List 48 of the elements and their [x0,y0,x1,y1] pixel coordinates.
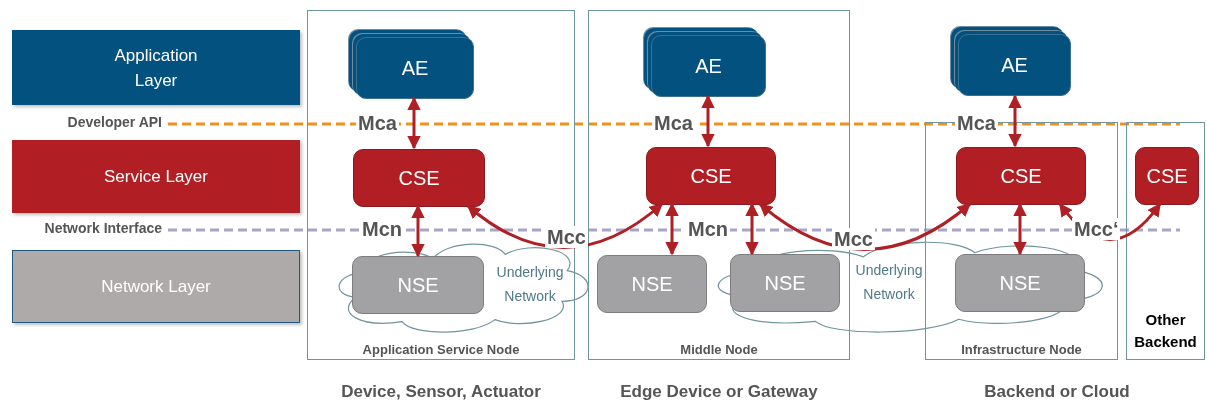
entity-label: AE [401,56,429,80]
edge-label: Mcc [832,228,875,250]
cloud-label: Underlying Network [854,261,924,304]
layer-box [12,30,300,105]
node-title: Application Service Node [361,342,521,357]
node-frame [1126,122,1205,360]
entity-label: NSE [999,271,1041,295]
cse-box [1135,147,1199,205]
entity-label: NSE [631,272,673,296]
entity-label: CSE [1146,164,1188,188]
interface-arrow [1008,94,1022,148]
interface-arrow [466,202,664,249]
node-title: Middle Node [679,342,759,357]
entity-label: AE [1001,53,1028,77]
cse-box [646,147,776,205]
interface-arrow [407,96,421,150]
entity-label: CSE [690,164,732,188]
interface-arrow [411,204,425,258]
edge-label: Mcc‘ [1072,218,1121,240]
interface-arrow [758,202,972,251]
interface-arrow [665,202,679,256]
interface-arrow [745,202,759,256]
entity-label: NSE [397,273,439,297]
entity-label: NSE [764,271,806,295]
cse-box [956,147,1086,205]
entity-label: CSE [398,166,440,190]
layer-label: Application Layer [113,44,199,92]
cse-box [353,149,485,207]
category-label: Device, Sensor, Actuator [341,382,541,402]
node-title: Infrastructure Node [960,342,1083,357]
entity-label: AE [695,54,722,78]
cloud-label: Underlying Network [495,263,565,306]
category-label: Edge Device or Gateway [620,382,818,402]
category-label: Backend or Cloud [984,382,1130,402]
nse-box [730,254,840,312]
interface-arrow [1013,202,1027,256]
nse-box [955,254,1085,312]
layer-label: Network Layer [101,276,211,298]
entity-label: CSE [1000,164,1042,188]
node-title: Other Backend [1133,310,1198,352]
layer-label: Service Layer [104,166,208,188]
interface-arrow [701,94,715,148]
edge-label: Mcc [545,226,588,248]
layer-box [12,140,300,213]
interface-label: Developer API [67,114,162,130]
nse-box [597,255,707,313]
layer-box [12,250,300,323]
interface-label: Network Interface [44,220,162,236]
